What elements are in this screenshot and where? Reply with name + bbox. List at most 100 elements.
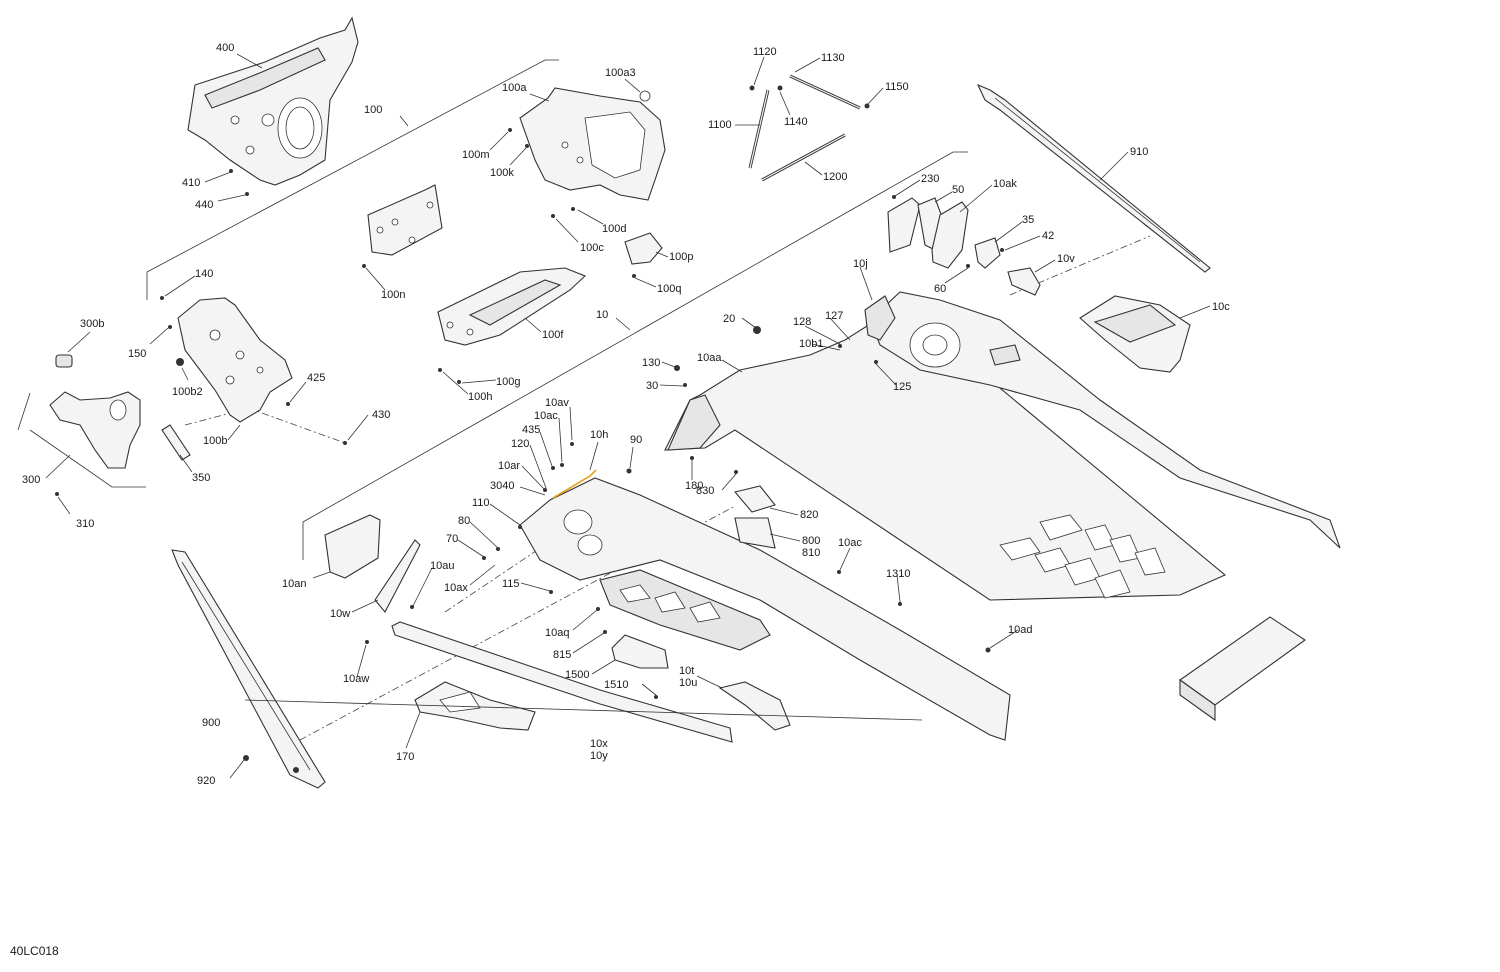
callout-920: 920 [197,775,215,787]
callout-120: 120 [511,438,529,450]
callout-10au: 10au [430,560,454,572]
callout-1510: 1510 [604,679,628,691]
diagram-code: 40LC018 [10,944,59,958]
callout-10j: 10j [853,258,868,270]
brackets-50-10ak-35 [887,197,1041,296]
callout-815: 815 [553,649,571,661]
part-910-rail [976,83,1211,273]
callout-100h: 100h [468,391,492,403]
callout-10aw: 10aw [343,673,369,685]
parts-1500-10t [611,634,791,731]
leader-lines [45,53,1211,779]
callout-10ak: 10ak [993,178,1017,190]
callout-10ax: 10ax [444,582,468,594]
callout-100f: 100f [542,329,564,341]
part-100f-channel [437,267,587,346]
struts-1100-1200 [748,74,870,182]
callout-800: 800 [802,535,820,547]
callout-100m: 100m [462,149,490,161]
callout-1150: 1150 [885,81,909,93]
callout-10av: 10av [545,397,569,409]
callout-20: 20 [723,313,735,325]
part-350-pin [161,424,191,461]
callout-10v: 10v [1057,253,1075,265]
callout-10aq: 10aq [545,627,569,639]
tunnel-cutouts [999,514,1166,599]
callout-230: 230 [921,173,939,185]
callout-10x: 10x [590,738,608,750]
callout-10t: 10t [679,665,694,677]
callout-1120: 1120 [753,46,777,58]
callout-10ac-1: 10ac [534,410,558,422]
parts-820-800 [734,485,776,549]
callout-100: 100 [364,104,382,116]
callout-150: 150 [128,348,146,360]
callout-10aa: 10aa [697,352,722,364]
callout-810: 810 [802,547,820,559]
callout-1200: 1200 [823,171,847,183]
callout-127: 127 [825,310,843,322]
callout-50: 50 [952,184,964,196]
callout-3040: 3040 [490,480,514,492]
callout-100b2: 100b2 [172,386,203,398]
callout-140: 140 [195,268,213,280]
part-left-side-rail [519,469,1011,741]
callout-10c: 10c [1212,301,1230,313]
callout-1100: 1100 [708,119,732,131]
callout-1310: 1310 [886,568,910,580]
part-100b-frame [177,297,293,423]
callout-100n: 100n [381,289,405,301]
callout-125: 125 [893,381,911,393]
callout-410: 410 [182,177,200,189]
callout-10ar: 10ar [498,460,520,472]
callout-900: 900 [202,717,220,729]
part-right-side-rail [864,291,1341,549]
callout-10ac-2: 10ac [838,537,862,549]
callout-100p: 100p [669,251,693,263]
part-100n-plate [367,184,443,256]
callout-10y: 10y [590,750,608,762]
callout-100a: 100a [502,82,527,94]
callout-10ad: 10ad [1008,624,1032,636]
callout-435: 435 [522,424,540,436]
callout-300b: 300b [80,318,104,330]
callout-labels: 400 100 410 440 100a3 100a 100m 100k 100… [22,42,1230,787]
part-100p-cover [624,232,663,265]
callout-35: 35 [1022,214,1034,226]
callout-1140: 1140 [784,116,808,128]
callout-70: 70 [446,533,458,545]
callout-820: 820 [800,509,818,521]
callout-400: 400 [216,42,234,54]
callout-300: 300 [22,474,40,486]
callout-350: 350 [192,472,210,484]
callout-430: 430 [372,409,390,421]
part-170-bracket [414,681,536,731]
callout-60: 60 [934,283,946,295]
callout-110: 110 [472,497,490,509]
callout-310: 310 [76,518,94,530]
callout-30: 30 [646,380,658,392]
callout-100k: 100k [490,167,514,179]
callout-910: 910 [1130,146,1148,158]
callout-128: 128 [793,316,811,328]
callout-100a3: 100a3 [605,67,636,79]
part-300-support [49,354,141,469]
callout-425: 425 [307,372,325,384]
callout-90: 90 [630,434,642,446]
callout-100d: 100d [602,223,626,235]
part-10aq-footrest [599,569,771,651]
callout-100q: 100q [657,283,681,295]
callout-100c: 100c [580,242,604,254]
callout-130: 130 [642,357,660,369]
callout-180: 180 [685,480,703,492]
part-400-front-frame [187,16,359,186]
callout-100b: 100b [203,435,227,447]
callout-170: 170 [396,751,414,763]
callout-10: 10 [596,309,608,321]
callout-10u: 10u [679,677,697,689]
callout-830: 830 [696,485,714,497]
callout-10an: 10an [282,578,306,590]
part-10c-skid-plate [1079,295,1191,373]
part-900-brace [171,549,326,789]
